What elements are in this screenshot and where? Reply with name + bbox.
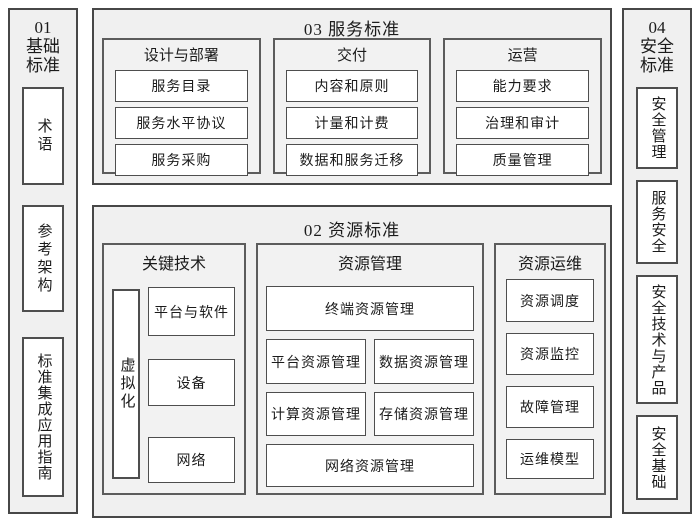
group-operations: 运营 能力要求 治理和审计 质量管理 bbox=[443, 38, 603, 176]
item-virtualization: 虚拟化 bbox=[112, 289, 140, 479]
item-service-level-agreement: 服务水平协议 bbox=[115, 107, 248, 139]
item-resource-scheduling: 资源调度 bbox=[506, 279, 594, 322]
item-computing-resource-management: 计算资源管理 bbox=[266, 392, 366, 436]
group-key-technologies: 关键技术 虚拟化 平台与软件 设备 网络 bbox=[102, 243, 246, 495]
item-data-resource-management: 数据资源管理 bbox=[374, 339, 474, 384]
item-network-resource-management: 网络资源管理 bbox=[266, 444, 474, 487]
item-data-and-service-migration: 数据和服务迁移 bbox=[285, 144, 419, 176]
item-capability-requirements: 能力要求 bbox=[456, 70, 590, 102]
item-network: 网络 bbox=[148, 437, 235, 483]
panel-security-standards: 04 安全 标准 安全管理 服务安全 安全技术与产品 安全基础 bbox=[622, 8, 692, 514]
service-standards-title: 03 服务标准 bbox=[303, 20, 401, 39]
group-delivery: 交付 内容和原则 计量和计费 数据和服务迁移 bbox=[272, 38, 432, 176]
item-fault-management: 故障管理 bbox=[506, 386, 594, 428]
security-standards-title-line2: 安全 bbox=[640, 37, 674, 56]
resource-management-row: 网络资源管理 bbox=[266, 444, 474, 487]
item-service-security: 服务安全 bbox=[636, 180, 678, 264]
group-resource-operations: 资源运维 资源调度 资源监控 故障管理 运维模型 bbox=[494, 243, 606, 495]
basic-standards-title-line3: 标准 bbox=[26, 56, 60, 75]
item-service-procurement: 服务采购 bbox=[115, 144, 248, 176]
group-resource-operations-title: 资源运维 bbox=[517, 256, 582, 273]
item-storage-resource-management: 存储资源管理 bbox=[374, 392, 474, 436]
item-resource-monitoring: 资源监控 bbox=[506, 333, 594, 375]
item-content-and-principles: 内容和原则 bbox=[285, 70, 419, 102]
item-terminal-resource-management: 终端资源管理 bbox=[266, 286, 474, 331]
item-platform-resource-management: 平台资源管理 bbox=[266, 339, 366, 384]
security-standards-title: 04 安全 标准 bbox=[624, 18, 690, 75]
item-standards-integration-application-guide: 标准集成应用指南 bbox=[22, 337, 64, 497]
resource-standards-title: 02 资源标准 bbox=[303, 221, 401, 240]
item-governance-and-audit: 治理和审计 bbox=[456, 107, 590, 139]
service-groups: 设计与部署 服务目录 服务水平协议 服务采购 交付 内容和原则 计量和计费 数据… bbox=[102, 38, 603, 176]
item-quality-management: 质量管理 bbox=[456, 144, 590, 176]
group-operations-title: 运营 bbox=[507, 48, 538, 64]
resource-management-row: 终端资源管理 bbox=[266, 286, 474, 331]
group-resource-management: 资源管理 终端资源管理 平台资源管理 数据资源管理 计算资源管理 存储资源管理 … bbox=[256, 243, 484, 495]
security-standards-title-number: 04 bbox=[648, 18, 666, 37]
item-metering-and-billing: 计量和计费 bbox=[285, 107, 419, 139]
resource-management-row: 计算资源管理 存储资源管理 bbox=[266, 392, 474, 436]
group-resource-management-title: 资源管理 bbox=[337, 256, 402, 273]
group-delivery-title: 交付 bbox=[337, 48, 368, 64]
panel-basic-standards: 01 基础 标准 术语 参考架构 标准集成应用指南 bbox=[8, 8, 78, 514]
item-security-technology-and-products: 安全技术与产品 bbox=[636, 275, 678, 404]
group-design-and-deployment: 设计与部署 服务目录 服务水平协议 服务采购 bbox=[102, 38, 261, 176]
group-key-technologies-title: 关键技术 bbox=[141, 256, 206, 273]
item-terminology: 术语 bbox=[22, 87, 64, 185]
item-platform-and-software: 平台与软件 bbox=[148, 287, 235, 336]
item-operations-model: 运维模型 bbox=[506, 439, 594, 479]
panel-resource-standards: 02 资源标准 关键技术 虚拟化 平台与软件 设备 网络 资源管理 终端资源管理… bbox=[92, 205, 612, 518]
item-equipment: 设备 bbox=[148, 359, 235, 406]
item-reference-architecture: 参考架构 bbox=[22, 205, 64, 312]
item-security-foundation: 安全基础 bbox=[636, 415, 678, 500]
item-security-management: 安全管理 bbox=[636, 87, 678, 169]
panel-service-standards: 03 服务标准 设计与部署 服务目录 服务水平协议 服务采购 交付 内容和原则 … bbox=[92, 8, 612, 185]
basic-standards-title-line2: 基础 bbox=[26, 37, 60, 56]
group-design-and-deployment-title: 设计与部署 bbox=[143, 48, 219, 64]
item-service-catalog: 服务目录 bbox=[115, 70, 248, 102]
resource-management-row: 平台资源管理 数据资源管理 bbox=[266, 339, 474, 384]
basic-standards-title: 01 基础 标准 bbox=[10, 18, 76, 75]
security-standards-title-line3: 标准 bbox=[640, 56, 674, 75]
basic-standards-title-number: 01 bbox=[34, 18, 52, 37]
